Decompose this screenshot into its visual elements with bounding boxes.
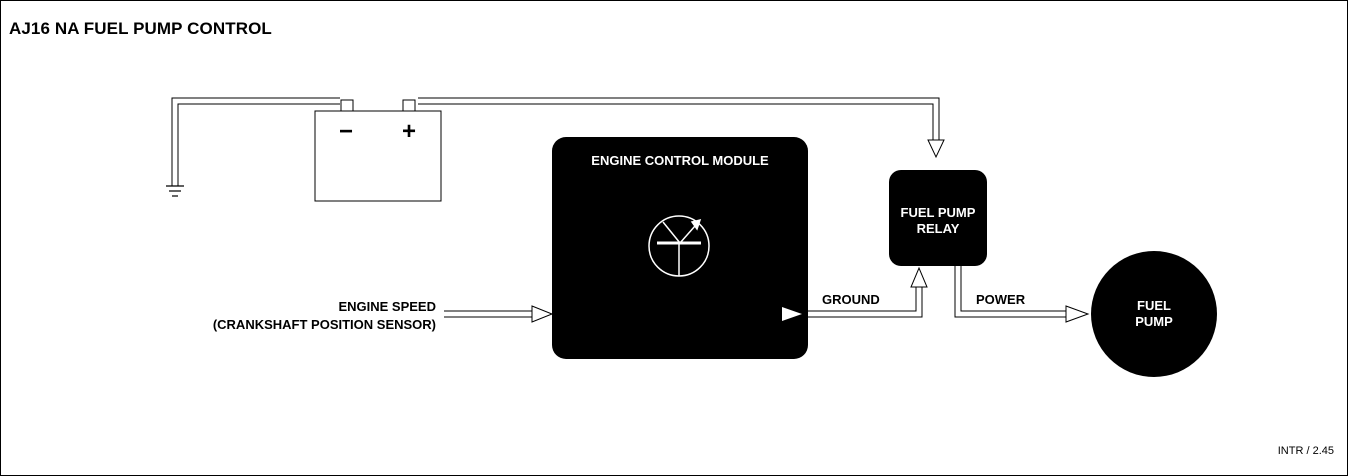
- supply-arrowhead: [927, 139, 945, 159]
- earth-ground-icon: [166, 185, 184, 197]
- ecm-switch-icon: [648, 215, 710, 277]
- battery-supply-wire: [418, 97, 940, 140]
- power-label: POWER: [976, 292, 1026, 307]
- pump-label-line1: FUEL: [1137, 298, 1171, 313]
- ground-signal-wire: [808, 287, 923, 318]
- fuel-pump: FUEL PUMP: [1091, 251, 1217, 377]
- fuel-pump-relay: FUEL PUMP RELAY: [889, 170, 987, 266]
- battery-positive-symbol: +: [402, 118, 416, 145]
- battery-negative-terminal: [340, 99, 354, 112]
- engine-control-module: ENGINE CONTROL MODULE: [552, 137, 808, 359]
- ground-signal-arrowhead: [910, 266, 928, 288]
- ground-label: GROUND: [822, 292, 880, 307]
- ecm-label: ENGINE CONTROL MODULE: [591, 153, 769, 168]
- crankshaft-sensor-label: (CRANKSHAFT POSITION SENSOR): [213, 317, 436, 332]
- battery-negative-symbol: −: [339, 118, 353, 145]
- engine-speed-label: ENGINE SPEED: [338, 299, 436, 314]
- ground-wire: [171, 97, 340, 186]
- relay-label-line2: RELAY: [917, 221, 960, 236]
- battery-positive-terminal: [402, 99, 416, 112]
- engine-speed-input-arrow: [444, 310, 532, 318]
- diagram-title: AJ16 NA FUEL PUMP CONTROL: [9, 19, 272, 38]
- engine-speed-arrowhead: [531, 305, 554, 323]
- ecm-output-icon: [782, 307, 802, 321]
- relay-label-line1: FUEL PUMP: [901, 205, 976, 220]
- power-wire: [954, 266, 1066, 318]
- pump-label-line2: PUMP: [1135, 314, 1173, 329]
- power-arrowhead: [1065, 305, 1090, 323]
- battery: − +: [314, 99, 442, 202]
- reference-code: INTR / 2.45: [1277, 445, 1334, 457]
